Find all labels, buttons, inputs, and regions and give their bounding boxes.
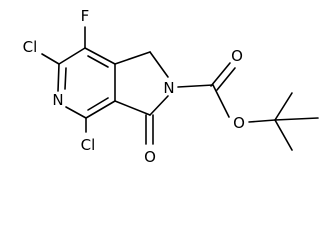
atom-chlorine-top: Cl xyxy=(23,38,38,56)
bond-c3-c3a xyxy=(114,100,151,116)
bond-ccarbonyl-o-double-b xyxy=(216,67,236,91)
bond-c7a-c1 xyxy=(114,51,151,65)
bond-c3a-c4-inner xyxy=(87,97,109,111)
atom-nitrogen-lactam: N xyxy=(163,79,174,97)
atom-oxygen-ester: O xyxy=(233,114,245,132)
bond-c6-c7 xyxy=(58,47,86,65)
atom-fluorine: F xyxy=(81,7,90,25)
bond-oester-cq xyxy=(248,119,276,123)
atom-oxygen-ketone: O xyxy=(144,148,156,166)
bond-n2-ccarbonyl xyxy=(177,84,214,88)
bond-ccarbonyl-o-double-a xyxy=(210,62,231,87)
bond-n5-c6-inner xyxy=(64,67,67,90)
atom-nitrogen-pyridine: N xyxy=(52,91,63,109)
molecule-structure: F Cl N Cl N O O O xyxy=(23,7,319,166)
bond-c7-c7a-inner xyxy=(87,55,109,68)
bond-c7-c7a xyxy=(84,47,116,65)
molecule-diagram: F Cl N Cl N O O O xyxy=(23,7,319,166)
atom-oxygen-carbonyl: O xyxy=(231,47,243,65)
bond-c1-n2 xyxy=(149,51,169,78)
bond-n5-c6 xyxy=(57,63,60,92)
atom-chlorine-bottom: Cl xyxy=(81,136,96,154)
bond-ccarbonyl-oester xyxy=(212,84,230,118)
bond-c4-n5 xyxy=(65,106,87,119)
bond-c3a-c4 xyxy=(85,100,116,119)
bond-n2-c3 xyxy=(149,95,169,116)
bond-c6-cl xyxy=(41,53,60,65)
bond-cq-me1 xyxy=(274,92,293,121)
bond-cq-me2 xyxy=(274,117,319,121)
bond-cq-me3 xyxy=(274,119,293,151)
